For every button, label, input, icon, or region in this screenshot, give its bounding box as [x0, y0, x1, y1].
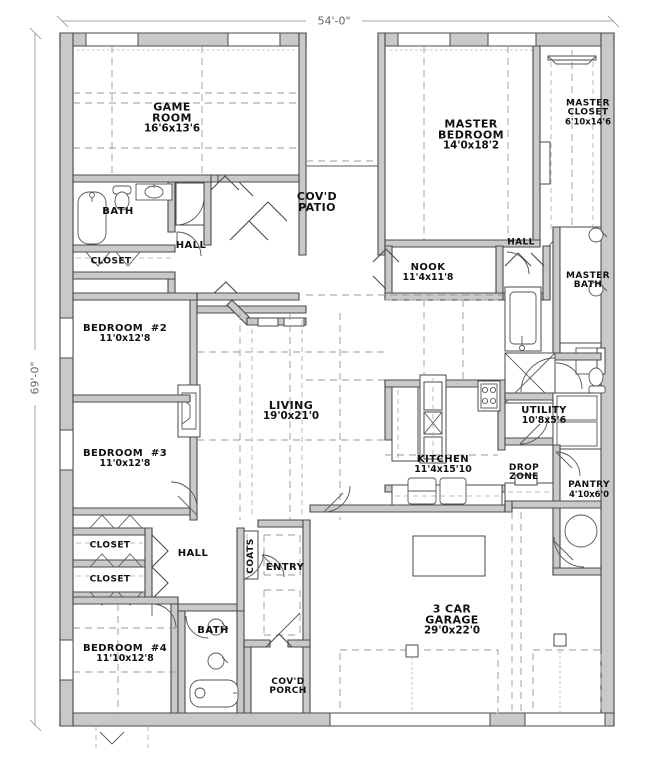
overall-depth-dimension: 69'-0"	[28, 361, 42, 395]
game-room-walls	[72, 32, 300, 183]
hall-bath-bedroom4	[59, 527, 265, 714]
bedroom23-walls	[59, 292, 198, 516]
master-bedroom-walls	[384, 32, 541, 299]
bath1-walls	[72, 181, 212, 280]
coats-closet-label: COATS	[246, 538, 256, 574]
bottom-left-detail	[95, 726, 149, 748]
garage-walls	[309, 485, 606, 727]
nook-walls	[306, 248, 504, 381]
utility-pantry-walls	[504, 392, 602, 509]
master-closet-walls	[539, 50, 601, 248]
hall1-walls	[167, 174, 300, 301]
overall-width-dimension: 54'-0"	[317, 14, 351, 28]
living-walls	[177, 292, 385, 521]
kitchen-walls	[384, 374, 506, 508]
dimension-lines	[29, 15, 620, 732]
master-bath-walls	[495, 226, 608, 404]
entry-porch	[243, 519, 311, 714]
patio-walls	[298, 32, 386, 256]
bottom-closets	[72, 514, 169, 606]
